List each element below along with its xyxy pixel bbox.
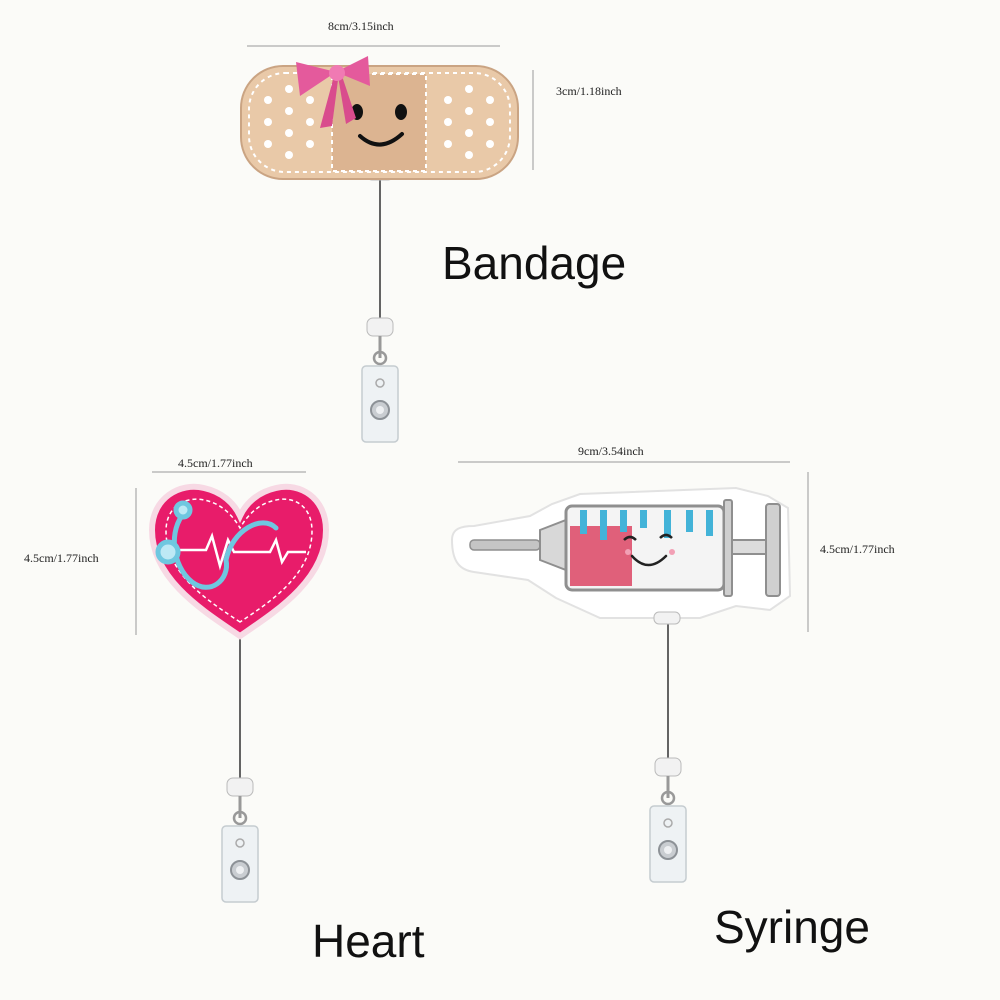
bow-icon [296,56,370,128]
heartbeat-line-icon [172,532,306,571]
syringe-needle [469,539,541,551]
stethoscope-icon [155,500,279,590]
heart-patch [148,483,330,640]
heart-badge [135,471,330,904]
syringe-width-label: 9cm/3.54inch [578,444,644,458]
syringe-smiley-face [623,533,675,567]
syringe-name: Syringe [714,901,870,953]
syringe-height-label: 4.5cm/1.77inch [820,542,895,556]
bandage-smiley-face [351,104,407,147]
heart-height-label: 4.5cm/1.77inch [24,551,99,565]
bandage-holes-right [444,85,494,159]
bandage-badge [240,45,534,444]
syringe-measure-marks [580,510,713,540]
bandage-name: Bandage [442,237,627,289]
heart-width-label: 4.5cm/1.77inch [178,456,253,470]
syringe-plunger-handle [765,503,781,597]
heart-name: Heart [312,915,425,967]
bandage-holes-left [264,85,314,159]
bandage-width-label: 8cm/3.15inch [328,19,394,33]
syringe-badge [450,461,809,884]
bandage-height-label: 3cm/1.18inch [556,84,622,98]
